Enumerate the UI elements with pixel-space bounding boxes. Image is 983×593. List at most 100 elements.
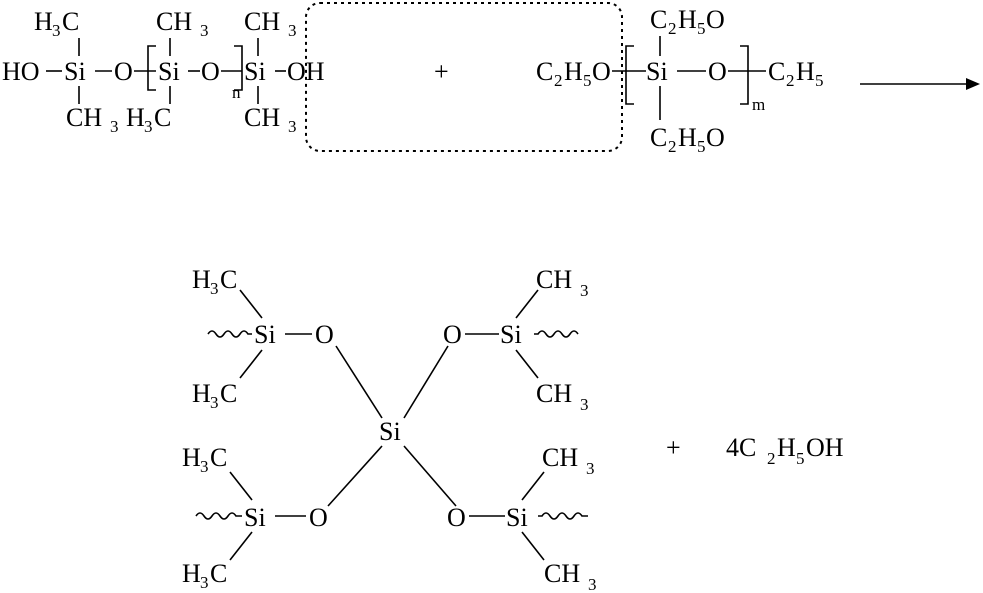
bracket-left xyxy=(147,45,156,91)
reaction-arrow xyxy=(860,78,980,90)
ethanol-coef-c: 4C xyxy=(726,433,756,462)
pdms-h3c-bot2-sub: 3 xyxy=(144,117,153,136)
wavy-lower-left-icon xyxy=(195,512,242,520)
product-structure: Si O O O O Si H 3 C H 3 C Si CH 3 CH 3 S… xyxy=(182,265,597,593)
bond xyxy=(515,289,539,319)
ll-h3c-bot-h: H xyxy=(182,559,201,588)
pdms-o1-label: O xyxy=(114,57,133,86)
o-upper-right: O xyxy=(443,320,462,349)
byproduct-ethanol: + 4C 2 H 5 OH xyxy=(666,433,844,468)
ul-h3c-top-c: C xyxy=(220,265,237,294)
teos-c-right: C xyxy=(768,57,785,86)
teos-top-sub5: 5 xyxy=(697,19,706,38)
plus-sign-top: + xyxy=(434,57,449,86)
teos-structure: C 2 H 5 O Si O m C 2 H 5 C 2 H 5 O C 2 H… xyxy=(536,5,824,156)
bond xyxy=(403,345,449,419)
ethanol-sub5: 5 xyxy=(796,449,805,468)
si-lower-right: Si xyxy=(506,503,528,532)
teos-sub2-left: 2 xyxy=(554,71,563,90)
ll-h3c-top-h: H xyxy=(182,443,201,472)
ll-h3c-top-c: C xyxy=(210,443,227,472)
highlight-box xyxy=(305,2,623,152)
teos-top-c: C xyxy=(650,5,667,34)
pdms-o2-label: O xyxy=(201,57,220,86)
repeat-n: n xyxy=(232,83,241,102)
ll-h3c-bot-c: C xyxy=(210,559,227,588)
arrow-head-icon xyxy=(966,78,980,90)
pdms-si3-label: Si xyxy=(244,57,266,86)
pdms-ch3-bot1-sub: 3 xyxy=(110,117,119,136)
teos-sub5-left: 5 xyxy=(583,71,592,90)
ur-ch3-top-c: CH xyxy=(536,265,572,294)
pdms-ho-label: HO xyxy=(2,57,40,86)
ethanol-oh: OH xyxy=(806,433,844,462)
repeat-m: m xyxy=(752,95,765,114)
ethanol-sub2: 2 xyxy=(767,449,776,468)
teos-h-right: H xyxy=(796,57,815,86)
teos-sub2-right: 2 xyxy=(786,71,795,90)
ul-h3c-top-sub: 3 xyxy=(210,279,219,298)
teos-sub5-right: 5 xyxy=(815,71,824,90)
bracket-left-teos xyxy=(625,45,634,105)
bond xyxy=(229,471,253,501)
teos-top-h: H xyxy=(678,5,697,34)
pdms-h3c-top-sub: 3 xyxy=(52,21,61,40)
ul-h3c-top-h: H xyxy=(192,265,211,294)
pdms-ch3-bot3-sub: 3 xyxy=(288,117,297,136)
teos-o-label: O xyxy=(708,57,727,86)
ul-h3c-bot-h: H xyxy=(192,379,211,408)
teos-bot-o: O xyxy=(706,123,725,152)
bond xyxy=(335,345,383,419)
teos-bot-h: H xyxy=(678,123,697,152)
pdms-structure: HO Si O H 3 C CH 3 Si O CH 3 H 3 C n Si … xyxy=(2,7,325,136)
ethanol-h: H xyxy=(777,433,796,462)
wavy-upper-right-icon xyxy=(534,330,579,338)
lr-ch3-bot-sub: 3 xyxy=(588,575,597,593)
teos-o-left: O xyxy=(592,57,611,86)
bond xyxy=(239,349,263,379)
bond xyxy=(403,445,457,507)
lr-ch3-bot-c: CH xyxy=(544,559,580,588)
bracket-right-teos xyxy=(740,45,749,105)
bond xyxy=(327,445,383,507)
pdms-h3c-bot2-h: H xyxy=(126,103,145,132)
lr-ch3-top-sub: 3 xyxy=(586,459,595,478)
teos-top-sub2: 2 xyxy=(668,19,677,38)
pdms-h3c-top-h: H xyxy=(34,7,53,36)
lr-ch3-top-c: CH xyxy=(542,443,578,472)
bond xyxy=(521,531,545,561)
wavy-lower-right-icon xyxy=(538,512,588,520)
o-upper-left: O xyxy=(315,320,334,349)
pdms-ch3-top2-sub: 3 xyxy=(200,21,209,40)
ul-h3c-bot-c: C xyxy=(220,379,237,408)
pdms-ch3-top3-sub: 3 xyxy=(288,21,297,40)
pdms-ch3-top3-c: CH xyxy=(244,7,280,36)
pdms-ch3-bot3-c: CH xyxy=(244,103,280,132)
si-lower-left: Si xyxy=(244,503,266,532)
si-upper-right: Si xyxy=(500,320,522,349)
plus-sign-bottom: + xyxy=(666,433,681,462)
pdms-h3c-bot2-c: C xyxy=(154,103,171,132)
ll-h3c-bot-sub: 3 xyxy=(200,573,209,592)
teos-si-label: Si xyxy=(646,57,668,86)
teos-bot-sub2: 2 xyxy=(668,137,677,156)
bond xyxy=(521,471,545,501)
wavy-upper-left-icon xyxy=(207,330,252,338)
pdms-si2-label: Si xyxy=(158,57,180,86)
o-lower-right: O xyxy=(447,503,466,532)
ur-ch3-top-sub: 3 xyxy=(580,281,589,300)
pdms-si1-label: Si xyxy=(64,57,86,86)
bond xyxy=(229,531,253,561)
o-lower-left: O xyxy=(309,503,328,532)
pdms-ch3-bot1-c: CH xyxy=(66,103,102,132)
bond xyxy=(239,289,263,319)
center-si-label: Si xyxy=(379,417,401,446)
pdms-ch3-top2-c: CH xyxy=(156,7,192,36)
ll-h3c-top-sub: 3 xyxy=(200,457,209,476)
teos-top-o: O xyxy=(706,5,725,34)
si-upper-left: Si xyxy=(254,320,276,349)
ul-h3c-bot-sub: 3 xyxy=(210,393,219,412)
ur-ch3-bot-c: CH xyxy=(536,379,572,408)
pdms-h3c-top-c: C xyxy=(62,7,79,36)
